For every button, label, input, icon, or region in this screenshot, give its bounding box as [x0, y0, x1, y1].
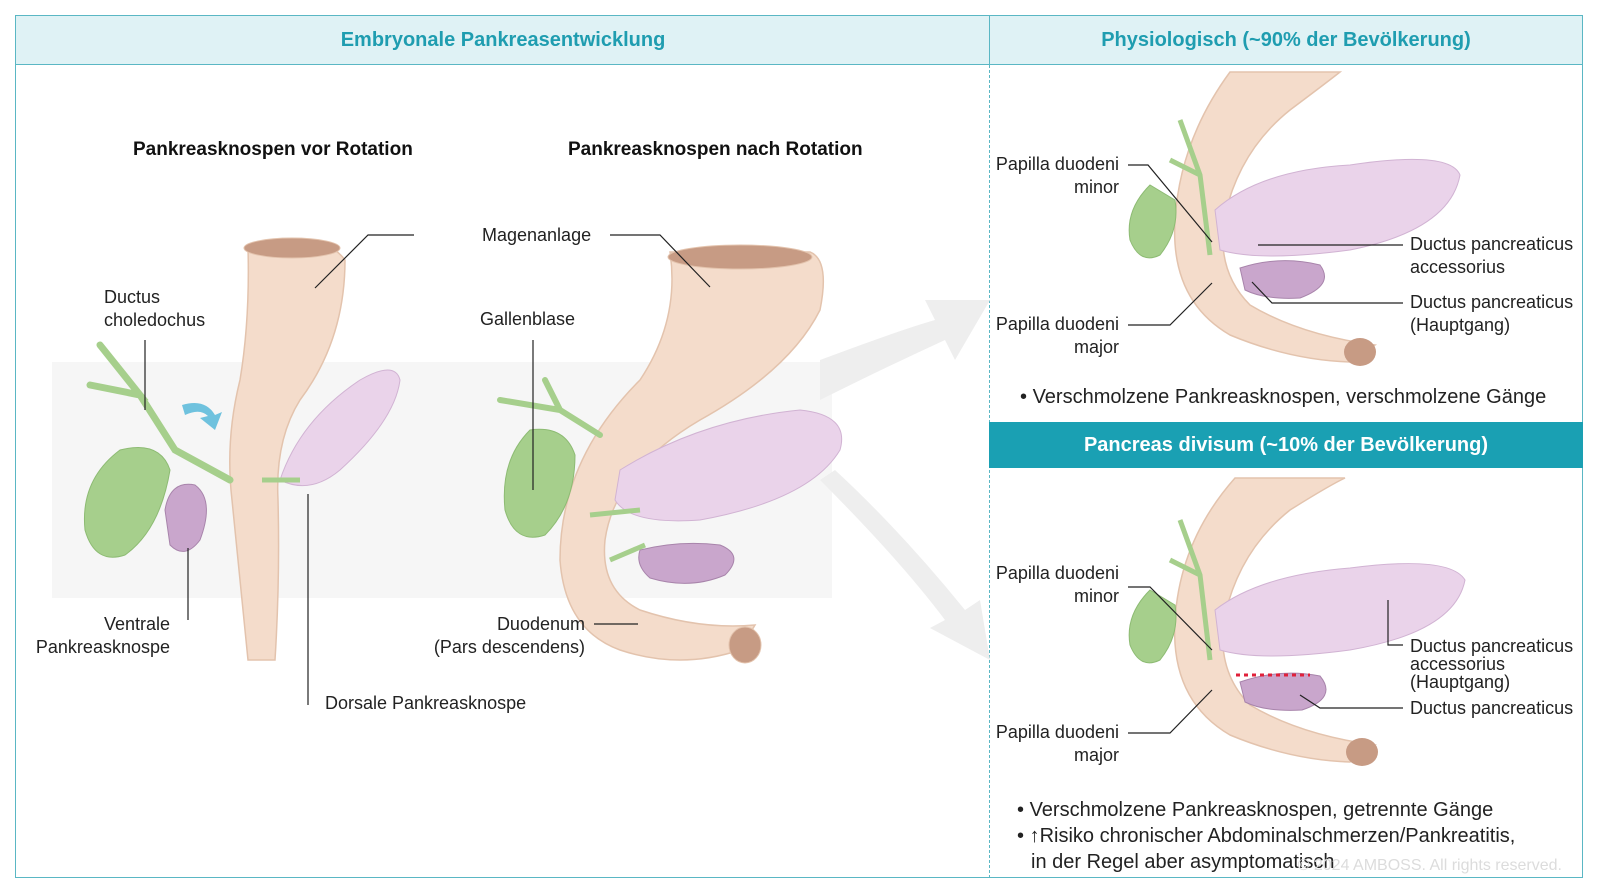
bile-duct-divisum — [1168, 519, 1213, 661]
label-duodenum-line1: Duodenum — [497, 614, 585, 634]
ventral-bud-a — [164, 483, 207, 552]
label-duodenum-line2: (Pars descendens) — [434, 637, 585, 657]
label-gallenblase: Gallenblase — [480, 309, 575, 329]
before-rotation-figure — [83, 237, 401, 661]
bile-duct-physiologic — [1168, 119, 1213, 256]
duodenum-end-divisum — [1346, 738, 1378, 766]
label-magenanlage: Magenanlage — [482, 225, 591, 245]
div-main-label: Ductus pancreaticus — [1410, 698, 1573, 718]
gallbladder-a — [83, 447, 171, 558]
physiologic-figure — [1128, 71, 1461, 366]
pancreatic-ducts-b — [589, 507, 646, 563]
pancreas-physiologic — [1214, 158, 1461, 257]
label-ventrale-line2: Pankreasknospe — [36, 637, 170, 657]
pancreas-divisum — [1214, 563, 1466, 657]
phys-accessorius-line2: accessorius — [1410, 257, 1505, 277]
header-pancreas-divisum: Pancreas divisum (~10% der Bevölkerung) — [989, 422, 1583, 468]
div-bullet-1: • Verschmolzene Pankreasknospen, getrenn… — [1017, 799, 1494, 821]
duodenum-end-physiologic — [1344, 338, 1376, 366]
phys-accessorius-line1: Ductus pancreaticus — [1410, 234, 1573, 254]
pancreas-body-b — [614, 409, 842, 522]
label-dorsale: Dorsale Pankreasknospe — [325, 693, 526, 713]
gallbladder-b — [503, 428, 576, 538]
div-accessorius-line2: accessorius — [1410, 654, 1505, 674]
phys-main-line2: (Hauptgang) — [1410, 315, 1510, 335]
title-before-rotation: Pankreasknospen vor Rotation — [133, 139, 413, 160]
bile-duct-a — [86, 341, 234, 484]
gallbladder-physiologic — [1128, 184, 1177, 259]
phys-main-line1: Ductus pancreaticus — [1410, 292, 1573, 312]
div-papilla-minor-line2: minor — [1074, 586, 1119, 606]
label-ductus-line2: choledochus — [104, 310, 205, 330]
label-ventrale-line1: Ventrale — [104, 614, 170, 634]
label-ductus-line1: Ductus — [104, 287, 160, 307]
phys-bullet: • Verschmolzene Pankreasknospen, verschm… — [1020, 386, 1547, 408]
div-accessorius-line3: (Hauptgang) — [1410, 672, 1510, 692]
duodenum-end-b — [728, 626, 762, 664]
phys-papilla-major-line2: major — [1074, 337, 1119, 357]
gallbladder-divisum — [1128, 589, 1177, 664]
stomach-opening-b — [667, 244, 813, 270]
copyright-notice: © 2024 AMBOSS. All rights reserved. — [1297, 857, 1562, 874]
div-papilla-major-line1: Papilla duodeni — [996, 722, 1119, 742]
div-bullet-2: • ↑Risiko chronischer Abdominalschmerzen… — [1017, 825, 1516, 873]
ventral-bud-b — [638, 542, 735, 584]
ventral-part-divisum — [1239, 672, 1327, 711]
phys-papilla-major-line1: Papilla duodeni — [996, 314, 1119, 334]
phys-papilla-minor-line2: minor — [1074, 177, 1119, 197]
leader-lines — [144, 164, 1403, 734]
after-rotation-figure — [497, 244, 842, 664]
title-after-rotation: Pankreasknospen nach Rotation — [568, 139, 863, 160]
ventral-part-physiologic — [1239, 260, 1325, 299]
header-physiologic: Physiologisch (~90% der Bevölkerung) — [989, 15, 1583, 65]
arrow-upper — [820, 300, 990, 400]
rotation-arrow-icon — [182, 402, 222, 430]
div-papilla-minor-line1: Papilla duodeni — [996, 563, 1119, 583]
div-papilla-major-line2: major — [1074, 745, 1119, 765]
dorsal-bud-a — [279, 369, 401, 487]
phys-papilla-minor-line1: Papilla duodeni — [996, 154, 1119, 174]
panel-divider — [989, 65, 990, 878]
arrow-lower — [820, 470, 990, 660]
header-embryonic: Embryonale Pankreasentwicklung — [15, 15, 990, 65]
duodenum-opening-a — [243, 237, 341, 259]
divisum-figure — [1128, 477, 1466, 766]
duodenum-tube-a — [229, 239, 346, 661]
bile-duct-b — [497, 377, 603, 438]
duodenum-tube-b — [559, 251, 825, 661]
div-accessorius-line1: Ductus pancreaticus — [1410, 636, 1573, 656]
